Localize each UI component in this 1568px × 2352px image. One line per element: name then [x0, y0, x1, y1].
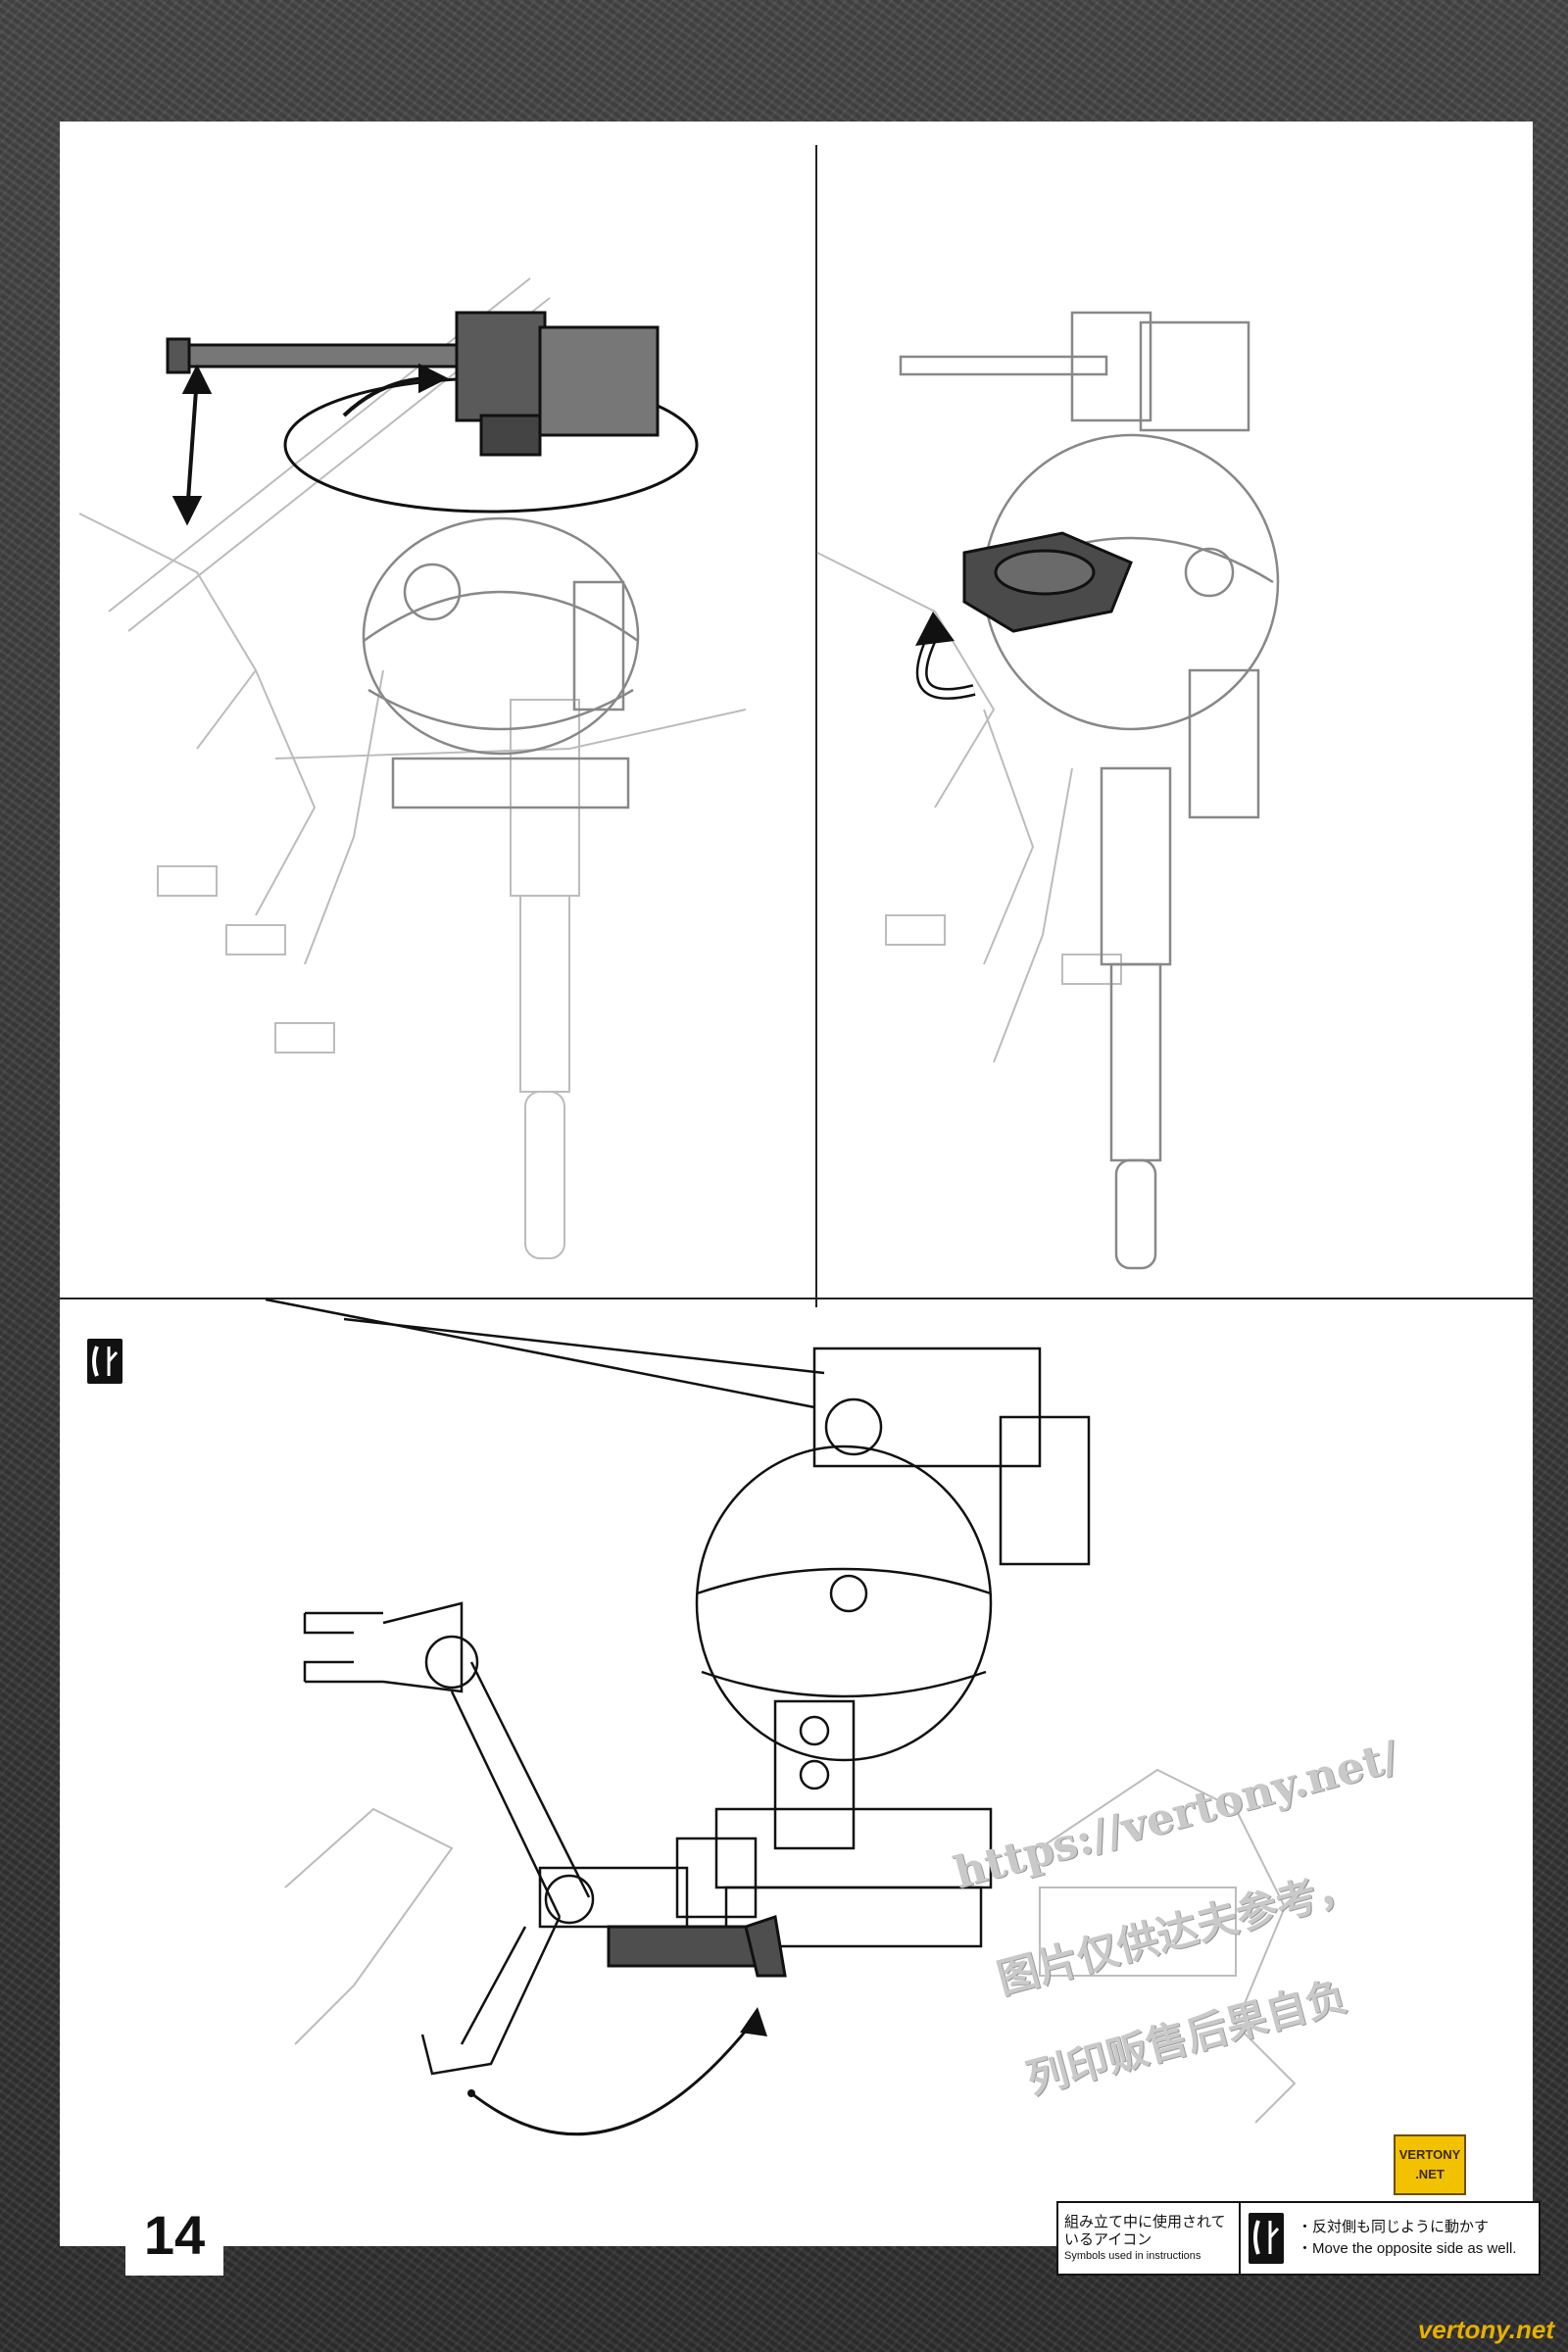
illustration-arm-swing: [265, 1298, 1297, 2136]
site-footer: vertony.net: [1417, 2315, 1554, 2344]
legend-desc-jp: ・反対側も同じように動かす: [1298, 2219, 1490, 2235]
legend-desc-en: ・Move the opposite side as well.: [1298, 2240, 1517, 2257]
illustration-hatch-open: [816, 311, 1280, 1270]
site-logo-line-2: .NET: [1415, 2167, 1445, 2181]
legend-caption-en: Symbols used in instructions: [1064, 2250, 1201, 2262]
legend-caption-jp: 組み立て中に使用されているアイコン: [1064, 2214, 1226, 2248]
legend-caption: 組み立て中に使用されているアイコン Symbols used in instru…: [1058, 2203, 1241, 2274]
panel-divider-horizontal: [60, 1298, 1533, 1299]
move-opposite-side-icon: [87, 1339, 122, 1384]
page-number: 14: [125, 2193, 223, 2276]
icon-legend: 組み立て中に使用されているアイコン Symbols used in instru…: [1056, 2201, 1541, 2276]
panel-divider-vertical: [815, 145, 817, 1307]
instruction-sheet: [60, 122, 1533, 2246]
legend-description: ・反対側も同じように動かす ・Move the opposite side as…: [1292, 2203, 1539, 2274]
illustration-turret-rotate: [78, 277, 747, 1259]
site-logo-line-1: VERTONY: [1398, 2147, 1461, 2162]
move-opposite-side-icon: [1249, 2213, 1284, 2264]
site-logo: VERTONY .NET: [1394, 2134, 1466, 2195]
